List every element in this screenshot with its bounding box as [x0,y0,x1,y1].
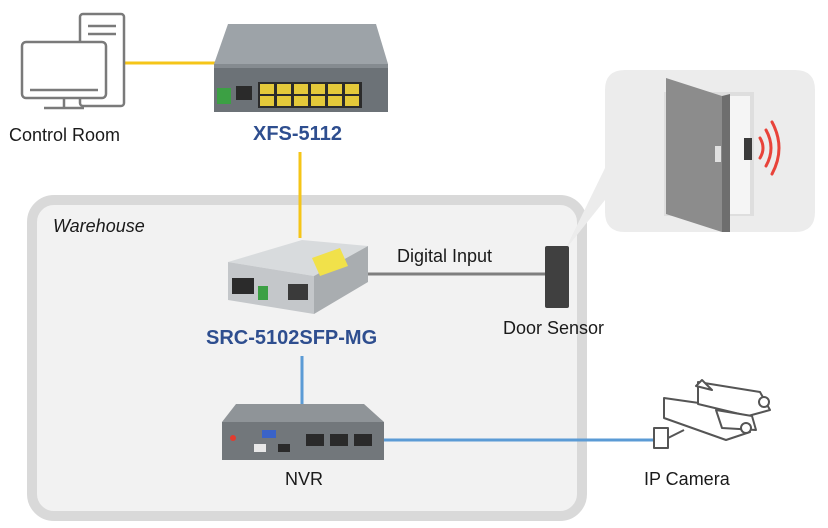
nvr-label: NVR [285,469,324,489]
door-sensor-label: Door Sensor [503,318,605,338]
src-5102sfp-mg-label: SRC-5102SFP-MG [206,327,378,349]
warehouse-label: Warehouse [53,216,145,236]
door-sensor-icon [545,246,569,308]
desktop-computer-icon [20,12,126,110]
nvr-recorder-icon [222,404,384,460]
door-callout [565,70,815,250]
ip-camera-label: IP Camera [644,469,730,489]
control-room-label: Control Room [9,125,121,145]
warehouse-zone [27,195,587,521]
digital-input-label: Digital Input [397,246,493,266]
ip-camera-icon [653,379,771,449]
signal-icon [758,120,781,176]
media-converter-icon [228,240,368,314]
xfs-5112-label: XFS-5112 [253,123,342,145]
fiber-switch-icon [214,24,388,112]
